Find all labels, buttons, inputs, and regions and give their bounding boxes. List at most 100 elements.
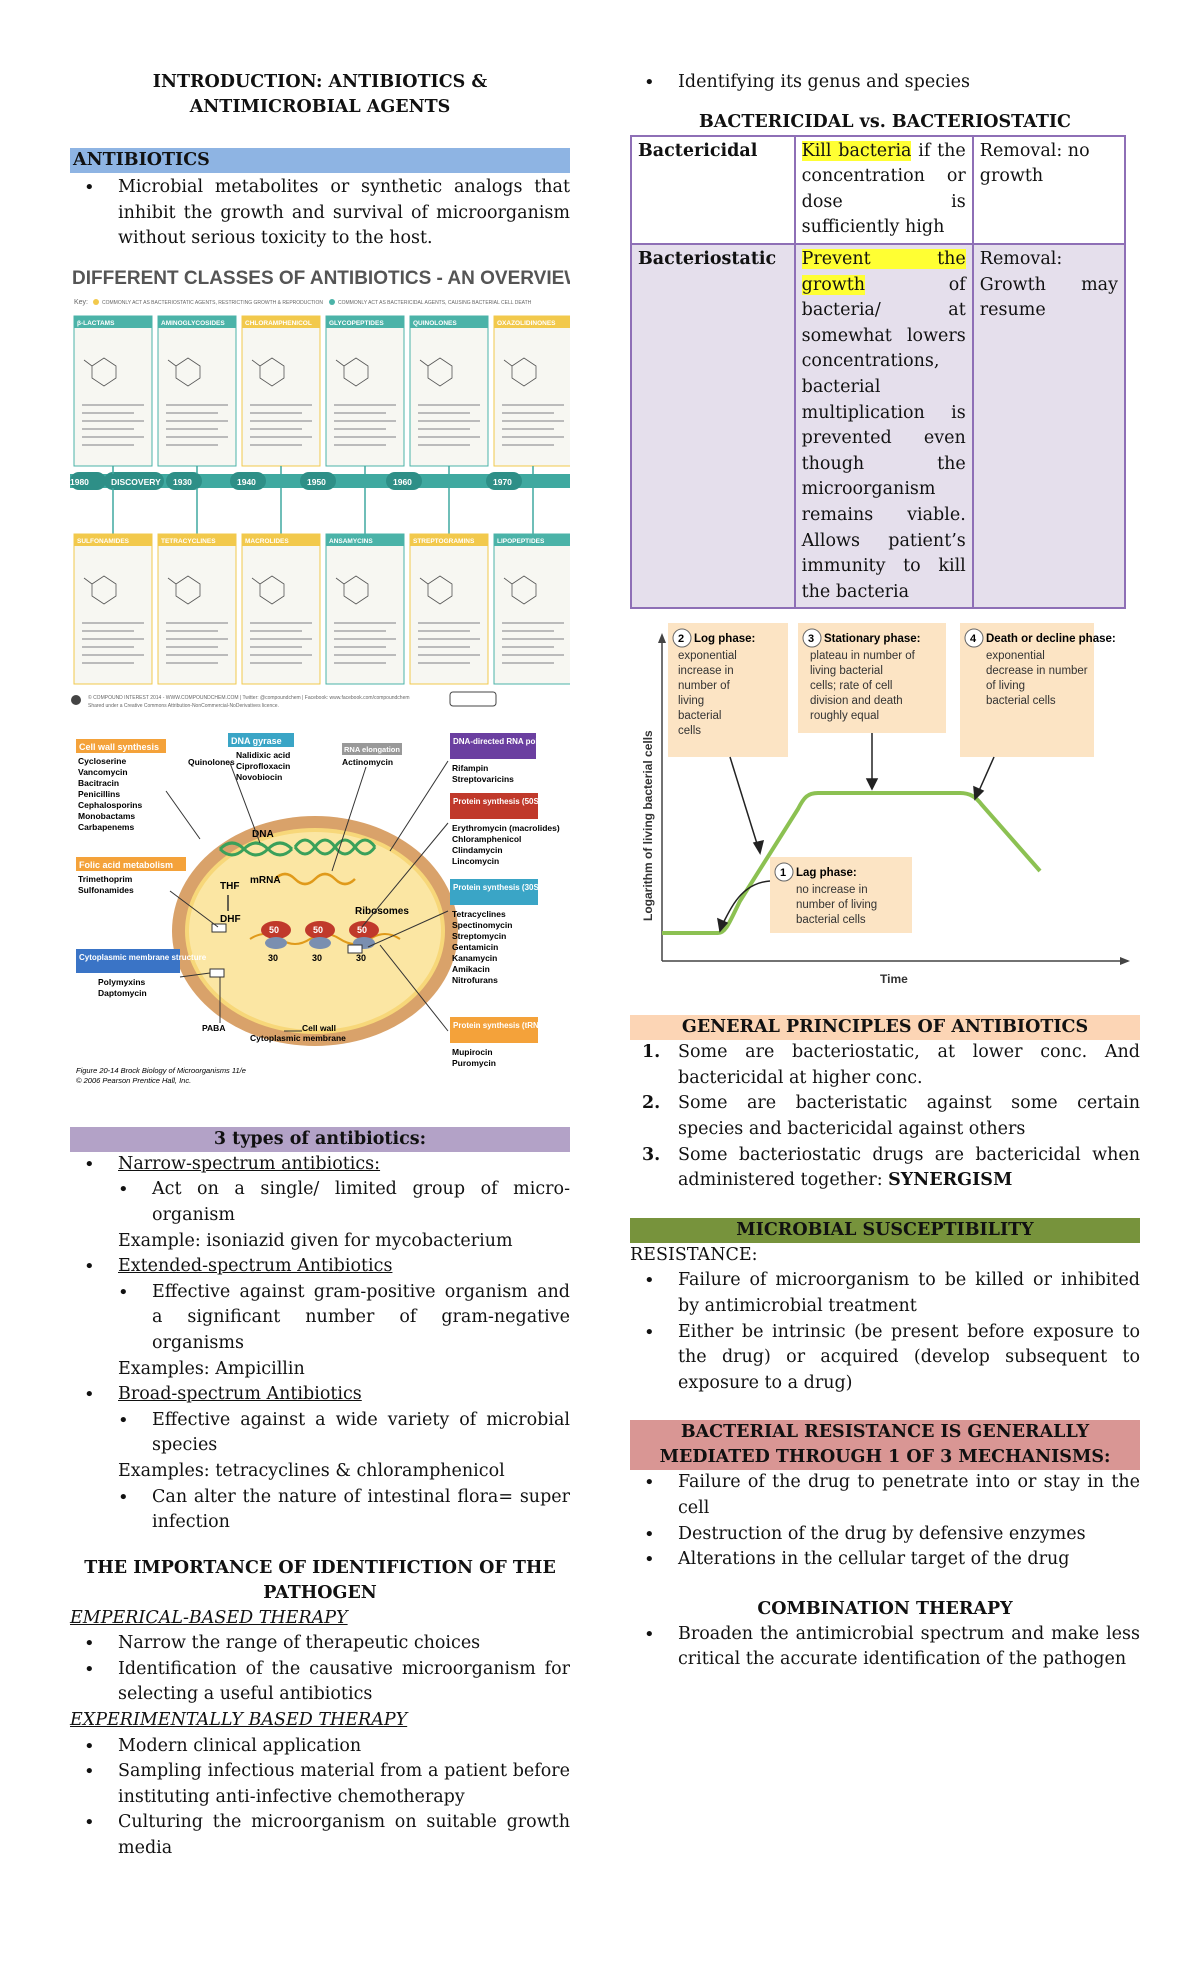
- p30-drug: Gentamicin: [452, 942, 498, 952]
- p50-drug: Clindamycin: [452, 845, 503, 855]
- paba-label: PABA: [202, 1023, 225, 1033]
- dna-gyrase-title: DNA gyrase: [231, 736, 282, 746]
- p50-drug: Erythromycin (macrolides): [452, 823, 560, 833]
- antibiotics-definition: Microbial metabolites or synthetic analo…: [70, 175, 570, 252]
- phase-text-line: exponential: [678, 650, 737, 662]
- narrow-bullet: Act on a single/ limited group of micro-…: [104, 1177, 570, 1228]
- label-dhf: DHF: [220, 914, 241, 925]
- antibiotic-targets-figure: DNA mRNA THF DHF Ribosomes 50 50 50 30 3…: [70, 731, 570, 1111]
- timeline-label: 1940: [237, 477, 256, 487]
- combination-item: Broaden the antimicrobial spectrum and m…: [630, 1622, 1140, 1673]
- trna-drug: Mupirocin: [452, 1047, 493, 1057]
- wall-label: Cell wall: [302, 1023, 336, 1033]
- p50-drug: Chloramphenicol: [452, 834, 521, 844]
- overview-key-static: COMMONLY ACT AS BACTERIOSTATIC AGENTS, R…: [102, 300, 323, 306]
- quinolones-label: Quinolones: [188, 757, 235, 767]
- broad-bullet-2: Can alter the nature of intestinal flora…: [104, 1485, 570, 1536]
- experimental-title: EXPERIMENTALLY BASED THERAPY: [70, 1710, 408, 1731]
- rna-elongation-title: RNA elongation: [344, 745, 400, 754]
- phase-text-line: exponential: [986, 650, 1045, 662]
- p30-drug: Tetracyclines: [452, 909, 506, 919]
- document-title: INTRODUCTION: ANTIBIOTICS & ANTIMICROBIA…: [152, 72, 488, 117]
- label-mrna: mRNA: [250, 875, 281, 886]
- row-desc: Prevent the growth of bacteria/ at somew…: [793, 242, 974, 610]
- narrow-example: Example: isoniazid given for mycobacteri…: [118, 1230, 513, 1251]
- svg-text:50: 50: [269, 925, 279, 935]
- overview-title: DIFFERENT CLASSES OF ANTIBIOTICS - AN OV…: [72, 268, 570, 289]
- experimental-item: Sampling infectious material from a pati…: [70, 1759, 570, 1810]
- p50-drug: Lincomycin: [452, 856, 499, 866]
- growth-xlabel: Time: [880, 972, 908, 986]
- timeline-label: 1970: [493, 477, 512, 487]
- log-phase-title: Log phase:: [694, 633, 755, 645]
- cell-wall-drug: Cephalosporins: [78, 800, 143, 810]
- types-heading: 3 types of antibiotics:: [70, 1126, 570, 1152]
- targets-caption-2: © 2006 Pearson Prentice Hall, Inc.: [76, 1076, 191, 1085]
- row-desc: Kill bacteria if the concentration or do…: [793, 134, 974, 245]
- overview-footer-1: © COMPOUND INTEREST 2014 - WWW.COMPOUNDC…: [88, 694, 410, 701]
- extended-example: Examples: Ampicillin: [118, 1358, 305, 1379]
- gyrase-drug: Ciprofloxacin: [236, 761, 290, 771]
- rna-pol-drug: Rifampin: [452, 763, 488, 773]
- label-thf: THF: [220, 881, 239, 892]
- antibiotics-heading: ANTIBIOTICS: [70, 148, 570, 173]
- svg-text:1: 1: [780, 867, 786, 879]
- cell-wall-drug: Cycloserine: [78, 756, 126, 766]
- phase-text-line: number of: [678, 680, 731, 692]
- mechanism-item: Failure of the drug to penetrate into or…: [630, 1470, 1140, 1521]
- targets-caption-1: Figure 20-14 Brock Biology of Microorgan…: [76, 1066, 246, 1075]
- emperical-item: Identification of the causative microorg…: [70, 1657, 570, 1708]
- p30-drug: Amikacin: [452, 964, 490, 974]
- table-row: Bacteriostatic Prevent the growth of bac…: [630, 242, 1127, 610]
- antibiotic-class-label: SULFONAMIDES: [77, 538, 130, 545]
- stationary-phase-title: Stationary phase:: [824, 633, 921, 645]
- membrane-drug: Daptomycin: [98, 988, 147, 998]
- svg-text:30: 30: [312, 953, 322, 963]
- folic-drug: Sulfonamides: [78, 885, 134, 895]
- principle-item: 3.Some bacteriostatic drugs are bacteric…: [642, 1144, 1140, 1191]
- resistance-item: Failure of microorganism to be killed or…: [630, 1268, 1140, 1319]
- phase-text-line: cells: [678, 725, 701, 737]
- broad-example: Examples: tetracyclines & chloramphenico…: [118, 1460, 505, 1481]
- antibiotic-class-label: TETRACYCLINES: [161, 538, 216, 545]
- growth-curve-figure: Logarithm of living bacterial cells Time…: [630, 621, 1130, 1011]
- row-removal: Removal: no growth: [971, 134, 1127, 245]
- principle-item: 2.Some are bacteristatic against some ce…: [642, 1093, 1140, 1140]
- rna-pol-drug: Streptovaricins: [452, 774, 514, 784]
- death-phase-title: Death or decline phase:: [986, 633, 1116, 645]
- antibiotic-class-label: LIPOPEPTIDES: [497, 538, 545, 545]
- bb-title: BACTERICIDAL vs. BACTERIOSTATIC: [699, 111, 1071, 132]
- phase-text-line: number of living: [796, 899, 877, 911]
- actinomycin-label: Actinomycin: [342, 757, 393, 767]
- svg-text:4: 4: [970, 633, 977, 645]
- resistance-label: RESISTANCE:: [630, 1244, 758, 1265]
- rna-polymerase-title: DNA-directed RNA polymerase: [453, 737, 570, 746]
- phase-text-line: bacterial cells: [986, 695, 1056, 707]
- antibiotic-classes-figure: DIFFERENT CLASSES OF ANTIBIOTICS - AN OV…: [70, 262, 570, 717]
- experimental-item: Culturing the microorganism on suitable …: [70, 1810, 570, 1861]
- growth-ylabel: Logarithm of living bacterial cells: [641, 730, 655, 921]
- phase-text-line: division and death: [810, 695, 903, 707]
- phase-text-line: bacterial cells: [796, 914, 866, 926]
- timeline-label: 1930: [173, 477, 192, 487]
- antibiotic-class-label: CHLORAMPHENICOL: [245, 320, 312, 327]
- phase-text-line: bacterial: [678, 710, 721, 722]
- principle-item: 1.Some are bacteriostatic, at lower conc…: [642, 1042, 1140, 1088]
- bactericidal-table: Bactericidal Kill bacteria if the concen…: [630, 134, 1127, 610]
- phase-text-line: living bacterial: [810, 665, 883, 677]
- mechanism-item: Destruction of the drug by defensive enz…: [630, 1522, 1140, 1548]
- cell-wall-drug: Vancomycin: [78, 767, 128, 777]
- antibiotic-class-label: QUINOLONES: [413, 320, 457, 327]
- emperical-item: Narrow the range of therapeutic choices: [70, 1631, 570, 1657]
- right-column: Identifying its genus and species BACTER…: [630, 70, 1140, 1673]
- narrow-title: Narrow-spectrum antibiotics:: [70, 1152, 570, 1178]
- table-row: Bactericidal Kill bacteria if the concen…: [630, 134, 1127, 245]
- folic-drug: Trimethoprim: [78, 874, 133, 884]
- p30-drug: Kanamycin: [452, 953, 497, 963]
- cell-wall-drug: Carbapenems: [78, 822, 134, 832]
- p50-title: Protein synthesis (50S inhibitors): [453, 797, 570, 806]
- overview-key-cidal: COMMONLY ACT AS BACTERICIDAL AGENTS, CAU…: [338, 300, 532, 306]
- phase-text-line: increase in: [678, 665, 734, 677]
- importance-title: THE IMPORTANCE OF IDENTIFICTION OF THE P…: [84, 1557, 556, 1603]
- phase-text-line: roughly equal: [810, 710, 879, 722]
